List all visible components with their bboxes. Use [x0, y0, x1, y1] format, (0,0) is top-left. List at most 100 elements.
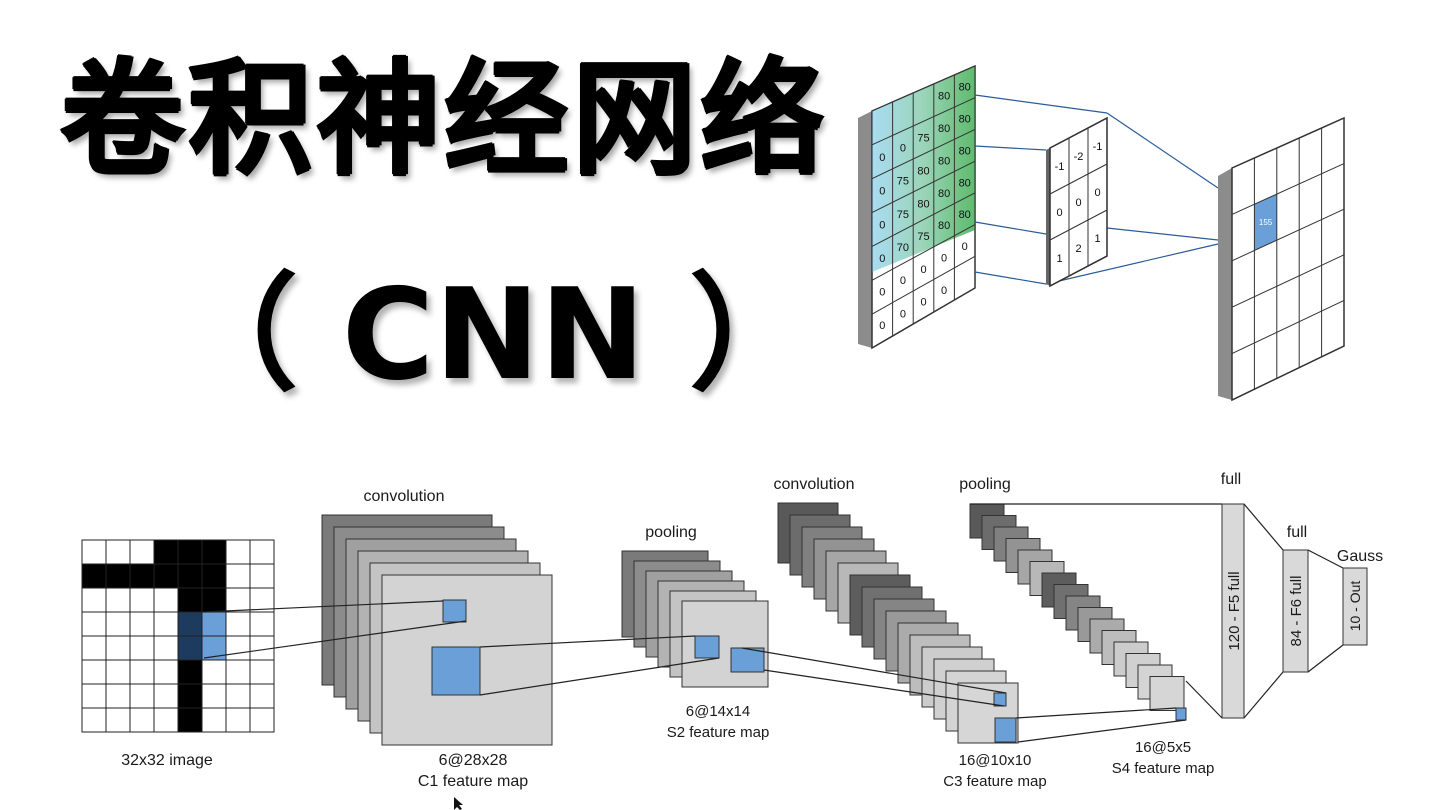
projection-lines [974, 94, 1219, 285]
input-pixel [225, 539, 251, 565]
input-cell-value: 75 [897, 209, 909, 221]
output-board: 155 [1218, 116, 1345, 402]
stage-label-full2: full [1287, 524, 1307, 541]
input-cell-value: 0 [879, 287, 885, 299]
kernel-grid-line [1049, 163, 1108, 195]
input-cell-value: 80 [938, 91, 950, 103]
input-cell-value: 0 [920, 264, 926, 276]
input-pixel [81, 587, 107, 613]
input-pixel [177, 611, 203, 637]
c1-receptive-small [442, 599, 467, 623]
input-pixel [153, 635, 179, 661]
input-cell-value: 0 [900, 308, 906, 320]
input-grid-line [871, 160, 976, 214]
input-pixel [201, 659, 227, 685]
input-pixel [177, 659, 203, 685]
input-cell-value: 75 [917, 133, 929, 145]
lenet-connections [203, 503, 1344, 743]
c3-caption: C3 feature map [943, 773, 1046, 790]
input-cell-value: 80 [959, 177, 971, 189]
f6-label: 84 - F6 full [1288, 576, 1305, 647]
input-pixel [153, 611, 179, 637]
input-cell-value: 80 [938, 155, 950, 167]
kernel-cell-value: 1 [1094, 233, 1100, 245]
kernel-cell-value: 0 [1094, 187, 1100, 199]
input-pixel [105, 635, 131, 661]
input-cell-value: 80 [938, 123, 950, 135]
stage-label-full1: full [1221, 471, 1241, 488]
input-pixel [177, 683, 203, 709]
output-label: 10 - Out [1347, 581, 1363, 632]
input-board: 8080007580800758080800758080800707580800… [858, 64, 976, 350]
kernel-cell-value: -1 [1055, 161, 1065, 173]
input-pixel [129, 635, 155, 661]
input-cell-value: 70 [897, 242, 909, 254]
input-pixel [129, 563, 155, 589]
kernel-cell-value: -1 [1093, 141, 1103, 153]
kernel-cell-value: -2 [1074, 151, 1084, 163]
input-pixel [129, 587, 155, 613]
input-pixel [81, 635, 107, 661]
output-grid-line [1231, 254, 1345, 308]
input-grid-line [871, 97, 976, 146]
c3-dims: 16@10x10 [959, 752, 1032, 769]
c1-dims: 6@28x28 [439, 752, 508, 769]
s2-caption: S2 feature map [667, 724, 770, 741]
input-pixel [177, 587, 203, 613]
input-pixel [177, 563, 203, 589]
input-pixel [201, 563, 227, 589]
input-cell-value: 80 [959, 145, 971, 157]
input-cell-value: 80 [917, 198, 929, 210]
input-pixel [105, 707, 131, 733]
s4-stack [969, 503, 1187, 721]
input-cell-value: 0 [900, 142, 906, 154]
c3-receptive-small [993, 692, 1007, 707]
input-pixel [225, 635, 251, 661]
output-grid-line [1231, 117, 1345, 169]
input-pixel [153, 539, 179, 565]
input-caption: 32x32 image [121, 752, 213, 769]
output-layer [1342, 567, 1368, 646]
stage-label-conv1: convolution [364, 488, 445, 505]
input-cell-value: 0 [941, 252, 947, 264]
input-pixel [153, 587, 179, 613]
input-pixel [201, 683, 227, 709]
input-cell-value: 80 [959, 113, 971, 125]
output-grid-line [1231, 345, 1345, 401]
input-pixel [129, 683, 155, 709]
c3-receptive-large [994, 717, 1017, 743]
input-cell-value: 80 [959, 81, 971, 93]
input-cell-value: 75 [897, 176, 909, 188]
input-pixel [81, 563, 107, 589]
input-pixel [249, 587, 275, 613]
input-pixel [225, 707, 251, 733]
output-value: 155 [1259, 218, 1273, 227]
input-cell-value: 0 [900, 275, 906, 287]
s2-dims: 6@14x14 [686, 703, 750, 720]
input-pixel [249, 683, 275, 709]
output-highlight-cell [1254, 194, 1277, 251]
input-cell-value: 0 [879, 152, 885, 164]
input-pixel [153, 563, 179, 589]
f5-layer [1221, 503, 1245, 719]
kernel-grid-line [1049, 255, 1108, 287]
input-pixel [129, 659, 155, 685]
input-pixel [81, 659, 107, 685]
input-cell-value: 0 [879, 219, 885, 231]
input-pixel [129, 539, 155, 565]
input-cell-value: 0 [962, 241, 968, 253]
input-pixel [177, 635, 203, 661]
input-cell-value: 75 [917, 231, 929, 243]
input-pixel [249, 659, 275, 685]
lenet-diagram: 32x32 image convolution 6@28x28 C1 featu… [81, 471, 1383, 810]
input-pixel [225, 611, 251, 637]
s4-caption: S4 feature map [1112, 760, 1215, 777]
input-pixel [249, 635, 275, 661]
input-cell-value: 0 [879, 186, 885, 198]
input-pixel [81, 707, 107, 733]
input-pixel [225, 563, 251, 589]
f6-layer [1282, 549, 1309, 673]
stage-label-gauss: Gauss [1337, 548, 1383, 565]
